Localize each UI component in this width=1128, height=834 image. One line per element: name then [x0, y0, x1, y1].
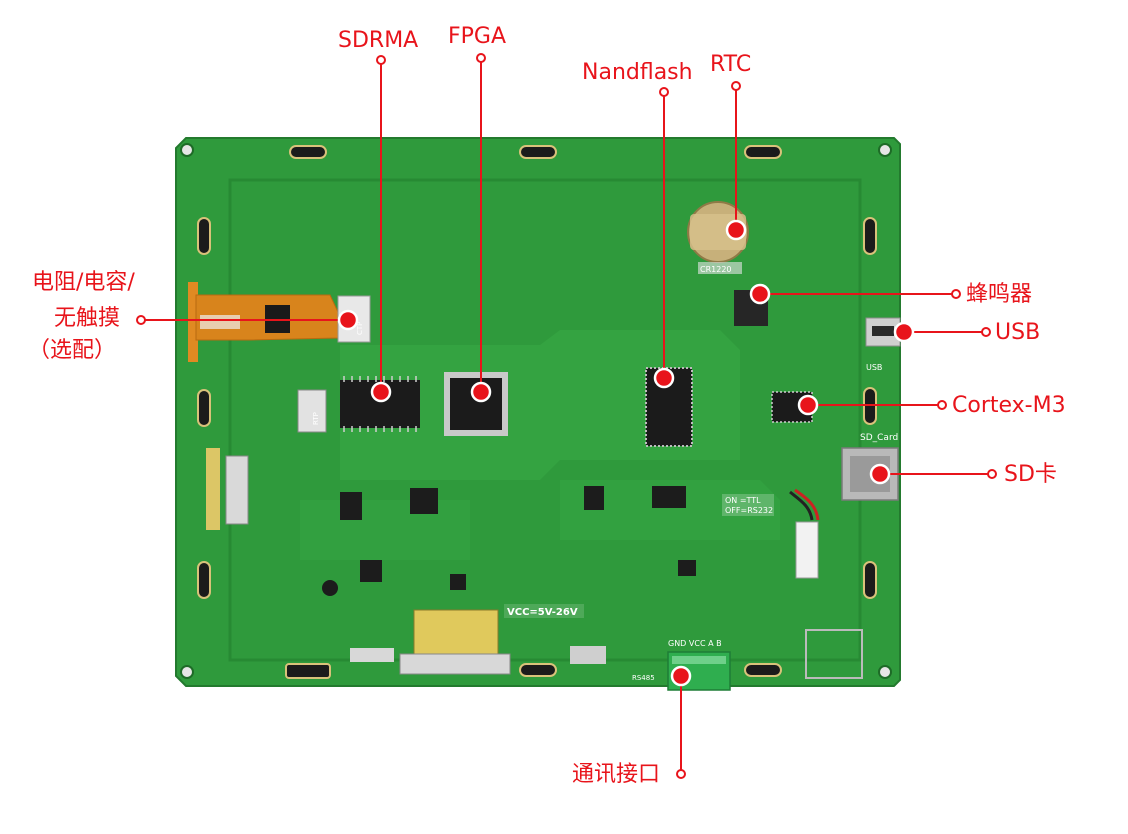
pcb-board — [175, 137, 901, 687]
vcc-box — [504, 604, 584, 618]
label-touch-line2: 无触摸 — [54, 306, 121, 331]
usb-silk: USB — [866, 363, 882, 372]
dot-cortex — [797, 394, 819, 416]
label-fpga: FPGA — [448, 24, 507, 49]
label-cortex: Cortex-M3 — [952, 393, 1066, 418]
label-nandflash: Nandflash — [582, 60, 693, 85]
dot-buzzer — [749, 283, 771, 305]
label-sdrma: SDRMA — [338, 28, 419, 53]
label-usb: USB — [995, 320, 1041, 345]
dot-fpga — [470, 381, 492, 403]
label-buzzer: 蜂鸣器 — [966, 282, 1033, 307]
dot-nandflash — [653, 367, 675, 389]
label-touch-line3: （选配） — [28, 338, 117, 363]
touch-flex-cable — [188, 282, 371, 362]
label-rings — [136, 53, 997, 779]
dot-sdrma — [370, 381, 392, 403]
usb-port: USB — [865, 317, 901, 372]
vcc-silk: VCC=5V-26V — [507, 607, 578, 618]
label-touch-line1: 电阻/电容/ — [32, 270, 135, 295]
terminal-silk: GND VCC A B — [668, 639, 722, 648]
left-connectors: RTP CTP — [206, 322, 364, 530]
rtc-battery: CR1220 — [687, 201, 749, 274]
bottom-connectors — [350, 609, 863, 679]
dot-sd — [869, 463, 891, 485]
fpga-chip — [444, 372, 508, 436]
label-comm: 通讯接口 — [572, 762, 661, 787]
switch-note-2: OFF=RS232 — [725, 506, 773, 515]
jst-connector — [789, 488, 820, 579]
dot-comm — [670, 665, 692, 687]
rs485-silk: RS485 — [632, 674, 655, 682]
switch-note: ON =TTL OFF=RS232 — [722, 494, 774, 516]
sd-card-silk: SD_Card — [860, 433, 898, 443]
switch-note-1: ON =TTL — [725, 496, 761, 505]
label-sd: SD卡 — [1004, 462, 1057, 487]
callout-dots — [337, 219, 915, 687]
dot-rtc — [725, 219, 747, 241]
terminal-block: GND VCC A B RS485 — [632, 639, 731, 691]
dot-usb — [893, 321, 915, 343]
label-rtc: RTC — [710, 52, 752, 77]
callout-lines — [145, 60, 990, 772]
misc-components — [322, 486, 696, 596]
ctp-silk: CTP — [356, 322, 364, 335]
dot-touch — [337, 309, 359, 331]
rtp-silk: RTP — [312, 412, 320, 425]
battery-silk: CR1220 — [700, 265, 732, 274]
